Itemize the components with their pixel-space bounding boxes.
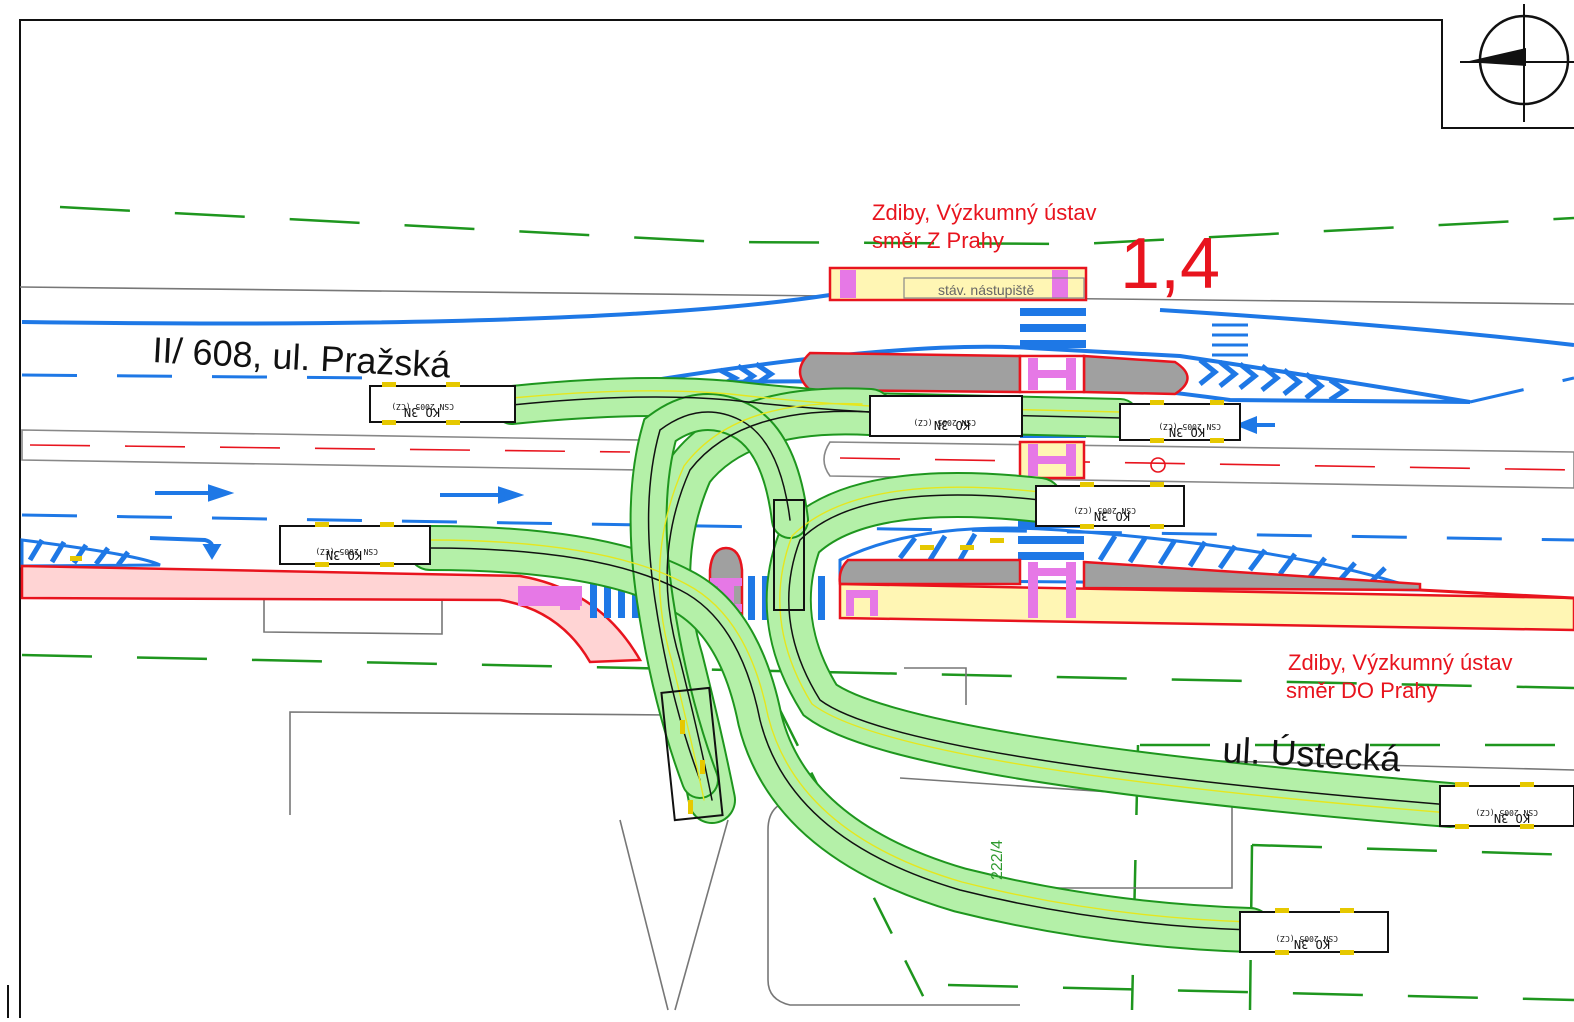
vehicle-model-label: KO 3N (1294, 937, 1330, 951)
lane-arrows (149, 323, 1275, 560)
arrow-group-icon (1212, 323, 1248, 357)
vehicle-side-road-upper: KO 3N CSN 2005 (CZ) (1439, 782, 1574, 829)
north-stop-name: Zdiby, Výzkumný ústav (872, 200, 1097, 225)
vehicle-model-label: KO 3N (1169, 425, 1205, 439)
north-traffic-island (798, 351, 1189, 396)
vehicle-north-center: KO 3N CSN 2005 (CZ) (869, 395, 1023, 437)
west-sidewalk (20, 564, 643, 664)
south-stop-name: Zdiby, Výzkumný ústav (1288, 650, 1513, 675)
vehicle-norm-label: CSN 2005 (CZ) (913, 418, 976, 427)
variant-number: 1,4 (1120, 224, 1220, 304)
parcel-number: 222/4 (989, 840, 1006, 880)
vehicle-norm-label: CSN 2005 (CZ) (1158, 422, 1221, 431)
vehicle-model-label: KO 3N (934, 418, 970, 432)
vehicle-norm-label: CSN 2005 (CZ) (315, 547, 378, 556)
vehicle-model-label: KO 3N (1094, 509, 1130, 523)
vehicle-west-north: KO 3N CSN 2005 (CZ) (369, 382, 516, 425)
north-bus-platform: stáv. nástupiště (828, 266, 1088, 302)
main-road-label: II/ 608, ul. Pražská (152, 329, 453, 386)
south-stop-direction: směr DO Prahy (1286, 678, 1438, 703)
north-stop-direction: směr Z Prahy (872, 228, 1004, 253)
vehicle-south-east: KO 3N CSN 2005 (CZ) (1035, 482, 1185, 529)
vehicle-norm-label: CSN 2005 (CZ) (1073, 506, 1136, 515)
swept-paths (407, 376, 1473, 953)
vehicle-norm-label: CSN 2005 (CZ) (391, 402, 454, 411)
road-edge-lines (21, 293, 1574, 347)
south-hatched-area (20, 526, 1421, 592)
vehicle-norm-label: CSN 2005 (CZ) (1475, 808, 1538, 817)
south-bus-platform (838, 562, 1574, 632)
platform-label: stáv. nástupiště (938, 282, 1034, 298)
vehicle-model-label: KO 3N (1494, 811, 1530, 825)
side-road-label: ul. Ústecká (1222, 729, 1403, 779)
vehicle-junction-vertical (70, 499, 1004, 822)
vehicle-norm-label: CSN 2005 (CZ) (1275, 934, 1338, 943)
vehicle-model-label: KO 3N (404, 405, 440, 419)
vehicle-side-road-lower: KO 3N CSN 2005 (CZ) (1239, 908, 1389, 955)
vehicle-model-label: KO 3N (326, 548, 362, 562)
north-arrow-icon (1460, 4, 1574, 122)
drawing-frame (7, 19, 1574, 1018)
vehicle-west-south: KO 3N CSN 2005 (CZ) (279, 522, 431, 567)
median-refuge (1018, 440, 1086, 480)
vehicle-north-east: KO 3N CSN 2005 (CZ) (1119, 400, 1241, 443)
property-outlines (19, 286, 1574, 1011)
